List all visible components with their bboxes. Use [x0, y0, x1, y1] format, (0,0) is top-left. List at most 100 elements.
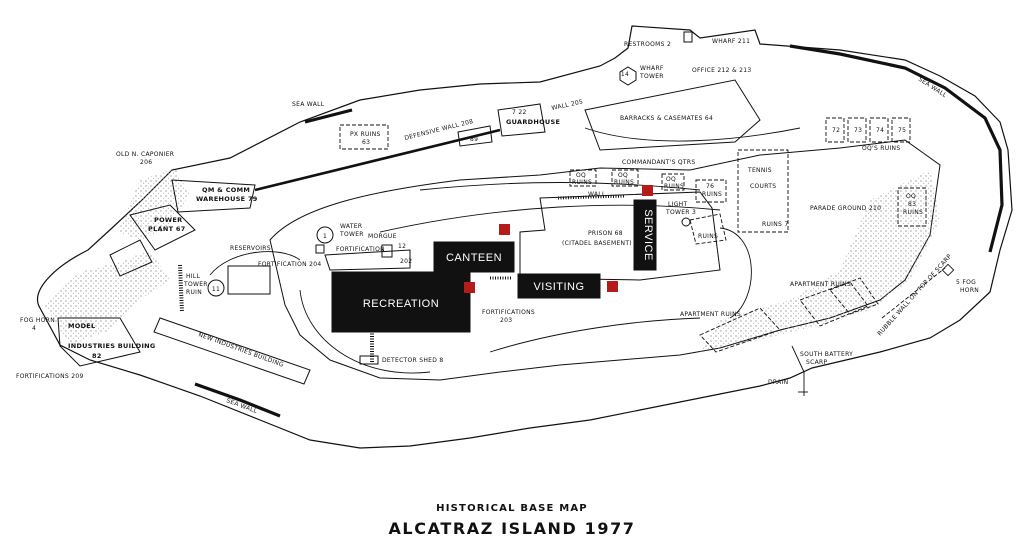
zone-visiting[interactable]: VISITING	[517, 273, 601, 299]
red-marker	[642, 185, 653, 196]
stipple-area-west	[44, 250, 170, 345]
label-parade: PARADE GROUND 210	[810, 205, 881, 212]
label-f202: 202	[400, 258, 412, 265]
label-restrooms: RESTROOMS 2	[624, 41, 671, 48]
label-sea-wall-nw: SEA WALL	[292, 101, 325, 108]
stipple-area-east	[700, 170, 940, 352]
label-q74: 74	[876, 127, 884, 134]
label-industries: INDUSTRIES BUILDING	[68, 342, 156, 350]
label-oqs-ruins: OQ'S RUINS	[862, 145, 900, 152]
label-wall: WALL	[588, 191, 606, 198]
road-curve	[209, 251, 301, 276]
red-markers	[464, 185, 653, 293]
light-tower-icon	[681, 217, 691, 227]
label-reservoirs: RESERVOIRS	[230, 245, 271, 252]
label-plant: PLANT 67	[148, 225, 186, 233]
sea-wall-south	[194, 382, 281, 418]
red-marker	[464, 282, 475, 293]
label-fog-w-num: 4	[32, 325, 36, 332]
label-ruins: RUINS	[698, 233, 718, 240]
circular-features	[207, 66, 691, 297]
label-b89: 89	[470, 136, 478, 143]
label-barracks: BARRACKS & CASEMATES 64	[620, 115, 713, 122]
zone-visiting-label: VISITING	[533, 281, 584, 293]
zone-canteen-label: CANTEEN	[446, 252, 502, 264]
label-oq3b: RUINS	[664, 183, 684, 190]
label-oq83b: 83	[908, 201, 916, 208]
label-qm-comm: QM & COMM	[202, 186, 250, 194]
label-q73: 73	[854, 127, 862, 134]
wharf-tower-icon	[619, 66, 637, 86]
building-outlines	[57, 31, 761, 385]
zone-recreation[interactable]: RECREATION	[331, 271, 471, 333]
label-apt-ruins-1: APARTMENT RUINS	[680, 311, 741, 318]
label-oq1b: RUINS	[572, 179, 592, 186]
label-new-industries: NEW INDUSTRIES BUILDING	[197, 331, 284, 368]
label-drain: DRAIN	[768, 379, 788, 386]
label-oq83: OQ	[906, 193, 916, 200]
label-fort-209: FORTIFICATIONS 209	[16, 373, 84, 380]
road-curve	[419, 182, 701, 191]
label-caponier: OLD N. CAPONIER	[116, 151, 174, 158]
label-ind-num: 82	[92, 352, 102, 360]
label-wharf-tower-2: TOWER	[639, 73, 664, 80]
hill-tower-icon	[207, 279, 225, 297]
zone-canteen[interactable]: CANTEEN	[433, 241, 515, 273]
road-curve	[489, 317, 701, 353]
road-curve	[379, 204, 721, 233]
label-guardhouse-nums: 7 22	[512, 109, 527, 116]
label-q75: 75	[898, 127, 906, 134]
zone-service[interactable]: SERVICE	[633, 199, 657, 271]
label-morgue-num: 12	[398, 243, 406, 250]
label-fog-horn-e2: HORN	[960, 287, 979, 294]
label-oq3: OQ	[666, 176, 676, 183]
label-caponier-num: 206	[140, 159, 152, 166]
label-courts: COURTS	[750, 183, 776, 190]
label-fort-204: FORTIFICATION 204	[258, 261, 322, 268]
label-px-num: 63	[362, 139, 370, 146]
label-morgue: MORGUE	[368, 233, 397, 240]
label-model: MODEL	[68, 322, 95, 330]
defensive-wall	[254, 128, 501, 192]
stipple-area-north	[118, 168, 190, 240]
label-fort-203a: FORTIFICATIONS	[482, 309, 535, 316]
red-marker	[607, 281, 618, 292]
label-hill-num: 11	[212, 286, 220, 293]
red-marker	[499, 224, 510, 235]
map-title-line-1: HISTORICAL BASE MAP	[436, 503, 588, 514]
label-light: LIGHT	[668, 201, 687, 208]
island-shoreline	[37, 25, 1013, 449]
road-curve	[299, 289, 431, 374]
label-prison: PRISON 68	[588, 230, 623, 237]
water-tower-icon	[316, 226, 334, 244]
label-wharf-tower-num: 14	[621, 71, 629, 78]
label-q72: 72	[832, 127, 840, 134]
label-oq83c: RUINS	[903, 209, 923, 216]
label-oq1: OQ	[576, 172, 586, 179]
map-labels: RESTROOMS 2 WHARF 211 14 WHARF TOWER OFF…	[16, 38, 979, 415]
label-wharf: WHARF 211	[712, 38, 750, 45]
detail-marks	[791, 263, 955, 396]
ruins-outlines	[339, 117, 946, 353]
label-water: WATER	[340, 223, 362, 230]
road-curve	[719, 227, 752, 319]
label-fog-horn-w: FOG HORN	[20, 317, 55, 324]
label-wharf-tower: WHARF	[640, 65, 664, 72]
label-ruins7: RUINS 7	[762, 221, 788, 228]
label-tower-h: TOWER	[183, 281, 208, 288]
label-wall-205: WALL 205	[551, 98, 584, 112]
road-curve	[584, 127, 801, 142]
label-power: POWER	[154, 216, 182, 224]
sea-wall-northwest	[304, 108, 353, 124]
label-ruin: RUIN	[186, 289, 202, 296]
label-oq2b: RUINS	[614, 179, 634, 186]
label-tower-w: TOWER	[339, 231, 364, 238]
label-warehouse: WAREHOUSE 79	[196, 195, 258, 203]
label-scarp: SCARP	[806, 359, 827, 366]
sea-wall-northeast	[789, 44, 1004, 253]
label-commandants: COMMANDANT'S QTRS	[622, 159, 695, 166]
label-citadel: (CITADEL BASEMENT)	[562, 240, 632, 247]
label-tower3: TOWER 3	[665, 209, 696, 216]
label-guardhouse: GUARDHOUSE	[506, 118, 560, 126]
